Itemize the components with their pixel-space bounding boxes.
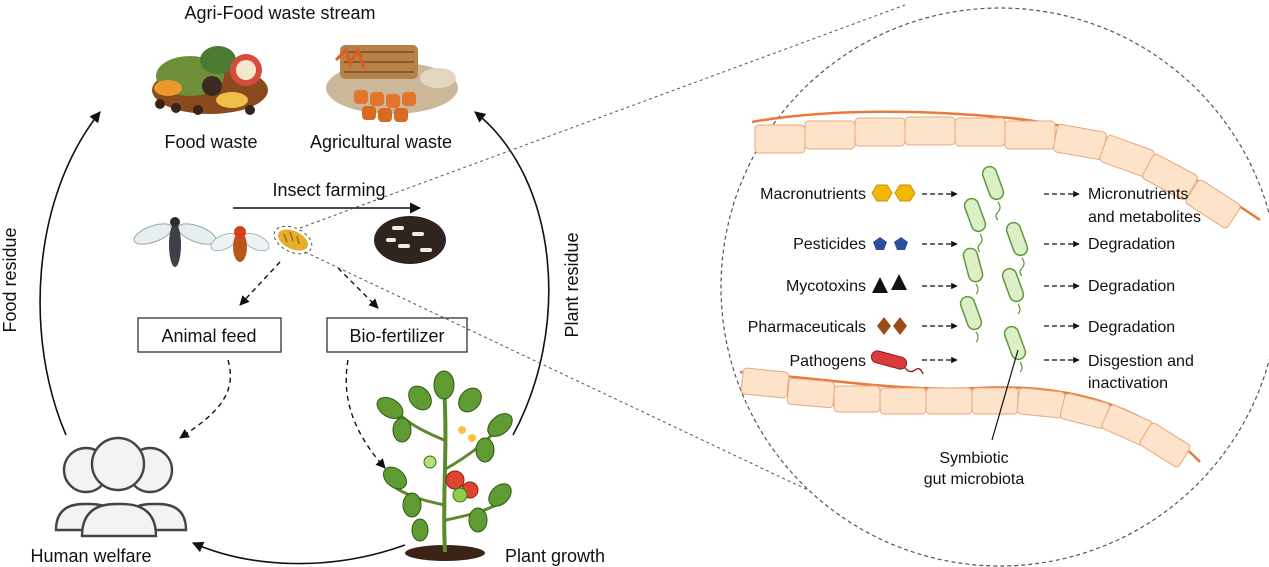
food-residue-arrow [39, 111, 101, 436]
mycotoxin-icon [872, 274, 907, 293]
animal-feed-box [137, 317, 282, 353]
input-label-pharmaceuticals: Pharmaceuticals [748, 319, 866, 336]
input-label-mycotoxins: Mycotoxins [786, 278, 866, 295]
pathogen-icon [870, 350, 924, 375]
macronutrient-icon [871, 184, 916, 202]
people-icon [54, 436, 188, 538]
fruit-fly-icon [210, 226, 270, 262]
diagram-title: Agri-Food waste stream [184, 3, 375, 23]
food-waste-label: Food waste [164, 132, 257, 152]
microbiota-label-line1: Symbiotic [939, 450, 1008, 467]
agricultural-waste-label: Agricultural waste [310, 132, 452, 152]
input-label-pesticides: Pesticides [793, 236, 866, 253]
food-residue-label: Food residue [0, 227, 20, 332]
bio-fertilizer-label: Bio-fertilizer [349, 326, 444, 346]
plant-growth-label: Plant growth [505, 546, 605, 566]
tomato-plant-icon [376, 370, 513, 561]
output-label-mycotoxins: Degradation [1088, 278, 1175, 295]
human-welfare-label: Human welfare [30, 546, 151, 566]
output-label-pharmaceuticals: Degradation [1088, 319, 1175, 336]
bio-fertilizer-box [326, 317, 468, 353]
food-pile-icon [152, 46, 268, 115]
gut-wall-bottom [739, 367, 1201, 468]
animal-feed-label: Animal feed [161, 326, 256, 346]
insect-farming-label: Insect farming [272, 180, 385, 200]
output-label-pathogens-line1: Disgestion and [1088, 353, 1194, 370]
plant-residue-label: Plant residue [562, 232, 582, 337]
output-label-macronutrients-line1: Micronutrients [1088, 186, 1188, 203]
gut-wall-top [751, 110, 1261, 229]
pesticide-icon [873, 237, 908, 250]
straw-bale-icon [326, 45, 458, 122]
adult-fly-icon [133, 217, 217, 267]
plant-to-human-arrow [191, 541, 406, 565]
feed-to-human-arrow [179, 359, 232, 439]
bacterium-icon [959, 165, 1029, 361]
plant-residue-arrow [474, 111, 550, 436]
input-label-pathogens: Pathogens [789, 353, 866, 370]
larva-to-feed-arrow [239, 261, 281, 306]
output-label-pesticides: Degradation [1088, 236, 1175, 253]
gut-microbiota-cluster [959, 165, 1029, 373]
output-label-pathogens-line2: inactivation [1088, 375, 1168, 392]
frass-icon [374, 216, 446, 264]
zoom-line-bottom [304, 251, 961, 563]
fertilizer-to-plant-arrow [345, 359, 386, 469]
microbiota-label-line2: gut microbiota [924, 471, 1025, 488]
pharmaceutical-icon [877, 317, 907, 335]
output-label-macronutrients-line2: and metabolites [1088, 209, 1201, 226]
larva-icon [273, 225, 313, 255]
larva-to-fertilizer-arrow [337, 267, 379, 309]
input-label-macronutrients: Macronutrients [760, 186, 866, 203]
microbiota-pointer [991, 349, 1019, 441]
